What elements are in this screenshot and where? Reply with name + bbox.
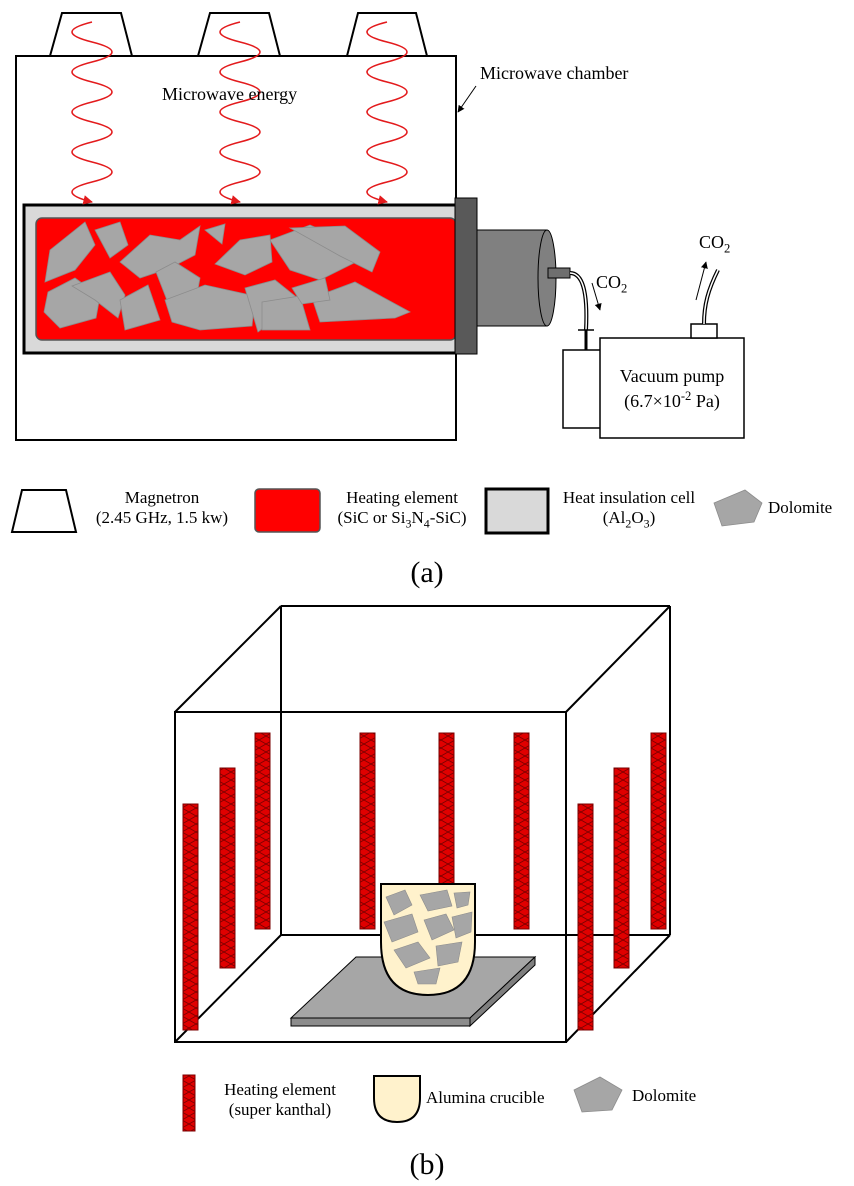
- dolomite-piece: [385, 889, 413, 916]
- dolomite-pieces-b: [383, 889, 473, 985]
- dolomite-piece: [94, 221, 129, 259]
- microwave-wave-1: [71, 21, 113, 205]
- magnetron-1: [48, 12, 134, 57]
- vacuum-pump-pressure: (6.7×10-2 Pa): [624, 389, 720, 411]
- dolomite-piece: [383, 913, 419, 943]
- legend-dolomite-symbol-a: [713, 489, 763, 527]
- legend-heating-element-line1: Heating element: [346, 488, 458, 507]
- dolomite-piece: [393, 941, 431, 969]
- legend-rod-line2: (super kanthal): [228, 1099, 332, 1119]
- chamber-pointer-arrow: [457, 85, 477, 113]
- dolomite-piece: [423, 913, 455, 941]
- legend-magnetron-line2: (2.45 GHz, 1.5 kw): [95, 507, 229, 527]
- pump-exhaust-port: [690, 323, 718, 339]
- alumina-crucible: [380, 883, 476, 997]
- pump-small-box: [562, 349, 604, 429]
- legend-rod-line1: Heating element: [224, 1080, 336, 1099]
- dolomite-piece: [435, 941, 463, 967]
- heating-rod: [359, 732, 376, 930]
- magnetron-3: [345, 12, 429, 57]
- legend-insulation-label: Heat insulation cell (Al2O3): [552, 488, 706, 531]
- legend-a-symbols: [10, 487, 763, 535]
- magnetron-2: [196, 12, 282, 57]
- microwave-energy-label: Microwave energy: [162, 84, 298, 104]
- heating-rods: [182, 732, 667, 1031]
- dolomite-piece: [119, 225, 201, 279]
- dolomite-piece: [261, 295, 311, 331]
- legend-b-symbols: [182, 1074, 623, 1132]
- legend-magnetron-label: Magnetron (2.45 GHz, 1.5 kw): [82, 488, 242, 527]
- dolomite-pieces-a: [43, 221, 411, 333]
- heating-rod: [577, 803, 594, 1031]
- legend-heating-element-line2: (SiC or Si3N4-SiC): [337, 507, 467, 530]
- co2-flow-arrow-2: [695, 261, 708, 301]
- heating-rod: [219, 767, 236, 969]
- legend-magnetron-symbol: [10, 489, 78, 533]
- vacuum-pump-body: [599, 337, 745, 439]
- co2-label-pump: CO2: [699, 232, 731, 256]
- microwave-wave-3: [366, 21, 408, 205]
- furnace-edge: [565, 605, 671, 713]
- dolomite-piece: [214, 234, 273, 276]
- legend-insulation-symbol: [484, 487, 550, 535]
- dolomite-piece: [291, 277, 331, 305]
- outlet-cylinder: [476, 229, 548, 327]
- caption-b: (b): [409, 1148, 445, 1181]
- dolomite-piece: [413, 967, 441, 985]
- dolomite-piece: [453, 891, 471, 909]
- dolomite-piece: [44, 221, 96, 283]
- dolomite-piece: [119, 284, 161, 331]
- caption-a: (a): [410, 556, 444, 589]
- outlet-nozzle: [547, 267, 571, 279]
- legend-dolomite-label-b: Dolomite: [632, 1086, 697, 1105]
- vacuum-pump-label: Vacuum pump: [619, 366, 725, 386]
- legend-insulation-line2: (Al2O3): [602, 507, 656, 530]
- furnace-front: [174, 711, 567, 1043]
- legend-magnetron-line1: Magnetron: [124, 488, 200, 507]
- gas-pipe: [569, 271, 589, 331]
- microwave-wave-2: [219, 21, 261, 205]
- legend-insulation-line1: Heat insulation cell: [562, 488, 696, 507]
- heating-rod: [613, 767, 630, 969]
- dolomite-piece: [311, 281, 411, 323]
- legend-dolomite-symbol-b: [573, 1076, 623, 1113]
- legend-crucible-symbol: [373, 1075, 421, 1124]
- legend-rod-label: Heating element (super kanthal): [200, 1080, 360, 1119]
- heating-rod: [513, 732, 530, 930]
- chamber-door: [454, 197, 478, 355]
- dolomite-piece: [204, 223, 226, 245]
- heating-rod: [254, 732, 271, 930]
- legend-crucible-label: Alumina crucible: [426, 1088, 545, 1107]
- furnace-edge: [174, 605, 282, 713]
- legend-dolomite-label-a: Dolomite: [768, 498, 833, 517]
- dolomite-piece: [164, 284, 256, 331]
- legend-rod-symbol: [182, 1074, 196, 1132]
- dolomite-piece: [419, 889, 453, 912]
- pump-exhaust-pipe: [702, 269, 720, 325]
- dolomite-piece: [451, 911, 473, 939]
- legend-heating-element-symbol: [254, 488, 321, 533]
- microwave-chamber-label: Microwave chamber: [480, 63, 629, 83]
- co2-flow-arrow-1: [591, 282, 602, 311]
- microwave-waves: [71, 21, 408, 205]
- heating-rod: [182, 803, 199, 1031]
- dolomite-piece: [288, 225, 381, 273]
- legend-heating-element-label: Heating element (SiC or Si3N4-SiC): [322, 488, 482, 531]
- co2-label-chamber: CO2: [596, 272, 628, 296]
- heating-rod: [650, 732, 667, 930]
